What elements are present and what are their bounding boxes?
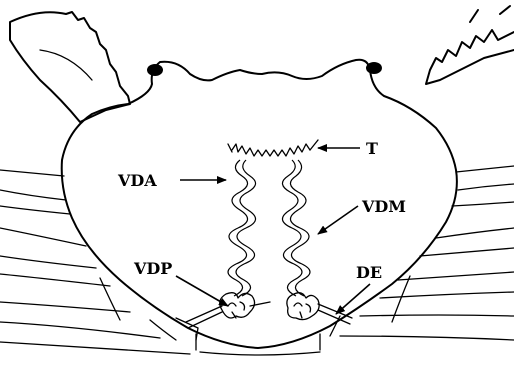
arrow-de: [336, 284, 370, 314]
ejaculatory-duct-left: [176, 306, 222, 340]
right-legs: [340, 166, 514, 340]
label-vda: VDA: [117, 171, 157, 190]
ejaculatory-duct-right: [318, 304, 352, 336]
arrow-vdp: [176, 276, 228, 306]
left-eye: [147, 64, 163, 76]
label-t: T: [366, 139, 378, 158]
testis: [228, 140, 318, 156]
arrow-vdm: [318, 206, 358, 234]
vas-deferens-right: [282, 160, 310, 296]
label-de: DE: [356, 263, 382, 282]
right-eye: [366, 62, 382, 74]
right-claw: [426, 6, 514, 84]
left-claw: [10, 12, 130, 122]
label-vdp: VDP: [133, 259, 172, 278]
vdp-coil-right: [287, 293, 319, 320]
label-vdm: VDM: [361, 197, 406, 216]
vas-deferens-left: [228, 160, 256, 296]
